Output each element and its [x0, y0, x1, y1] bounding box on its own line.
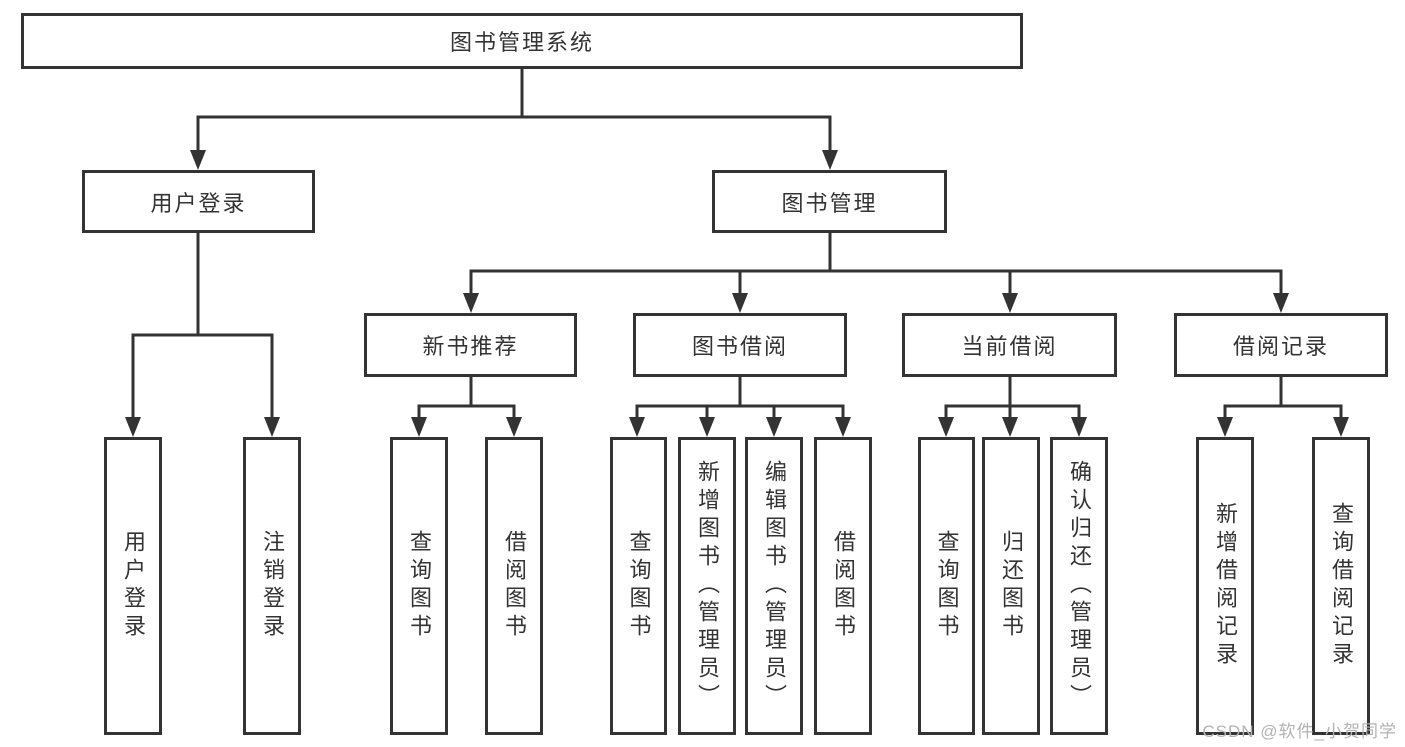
- leaf-add-books-admin: 新增图书（管理员）: [678, 437, 736, 735]
- node-user-login: 用户登录: [82, 170, 315, 233]
- leaf-add-borrow-record: 新增借阅记录: [1196, 437, 1254, 735]
- node-new-book-recommend: 新书推荐: [364, 313, 577, 377]
- leaf-borrow-books-recommend: 借阅图书: [485, 437, 543, 735]
- leaf-logout: 注销登录: [243, 437, 301, 735]
- leaf-query-books-borrow: 查询图书: [610, 437, 667, 735]
- leaf-borrow-books: 借阅图书: [814, 437, 872, 735]
- node-current-borrow: 当前借阅: [902, 313, 1117, 377]
- leaf-query-borrow-record: 查询借阅记录: [1312, 437, 1370, 735]
- leaf-edit-books-admin: 编辑图书（管理员）: [745, 437, 803, 735]
- watermark: CSDN @软件_小贺同学: [1202, 722, 1397, 741]
- leaf-confirm-return-admin: 确认归还（管理员）: [1050, 437, 1108, 735]
- node-book-borrow: 图书借阅: [633, 313, 847, 377]
- leaf-return-books: 归还图书: [982, 437, 1040, 735]
- leaf-query-books-recommend: 查询图书: [390, 437, 448, 735]
- node-root: 图书管理系统: [21, 13, 1023, 69]
- node-book-management: 图书管理: [712, 170, 947, 233]
- leaf-user-login: 用户登录: [104, 437, 162, 735]
- arrowheads: [125, 150, 1349, 437]
- leaf-query-books-current: 查询图书: [918, 437, 975, 735]
- node-borrow-records: 借阅记录: [1174, 313, 1388, 377]
